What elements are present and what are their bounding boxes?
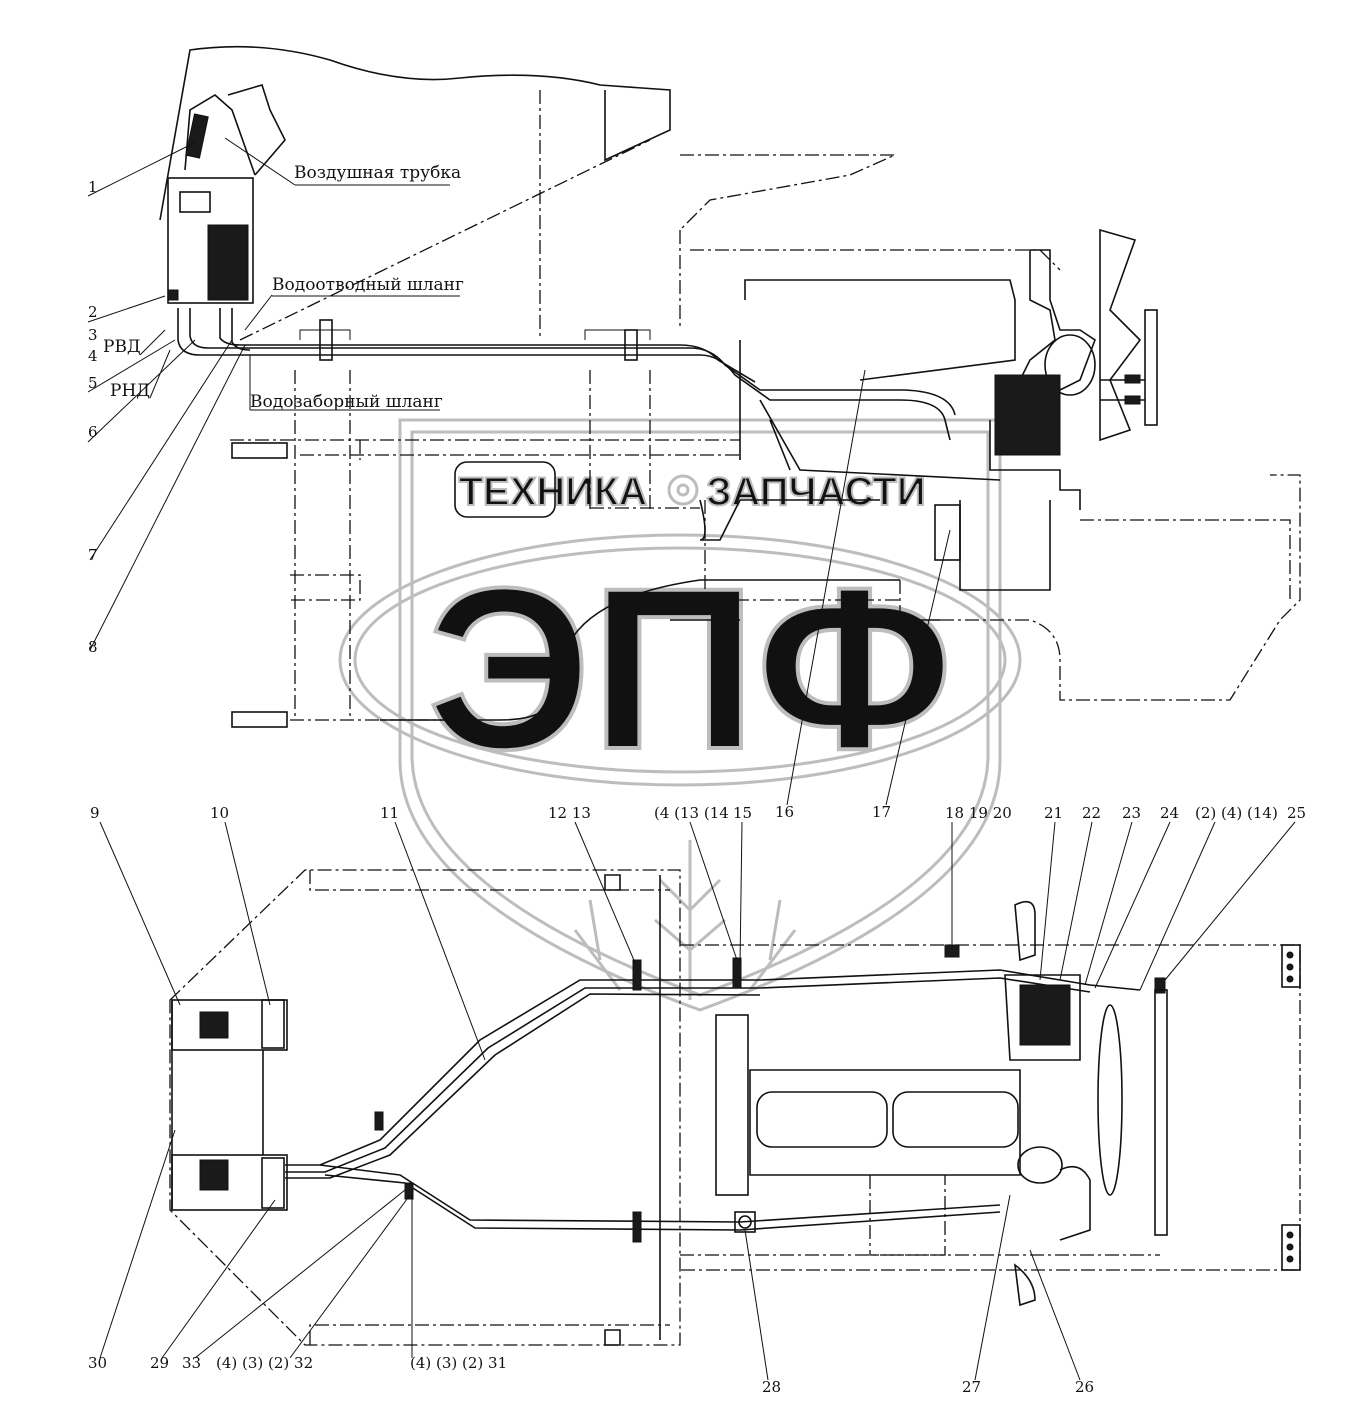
callout-11: 11 — [380, 804, 399, 822]
cab-dash-rear — [690, 249, 1061, 271]
callout-2-4-14: (2) (4) (14) — [1195, 804, 1278, 822]
callout-8: 8 — [88, 638, 98, 656]
top-frame — [230, 319, 1301, 728]
callout-25: 25 — [1287, 804, 1306, 822]
callout-15: 15 — [733, 804, 752, 822]
callout-16: 16 — [775, 803, 794, 821]
callout-33: 33 — [182, 1354, 201, 1372]
cab-floor-outline — [169, 869, 681, 1346]
callout-4-3-2-31: (4) (3) (2) 31 — [410, 1354, 507, 1372]
callout-2: 2 — [88, 303, 98, 321]
watermark: ЭПФ ТЕХНИКА ЗАПЧАСТИ — [338, 418, 1022, 1012]
watermark-shield — [398, 418, 1002, 1012]
watermark-brand: ЭПФ — [427, 540, 952, 797]
leader-drain-hose — [244, 294, 273, 331]
watermark-oval — [338, 533, 1022, 787]
callout-17: 17 — [872, 803, 891, 821]
top-engine — [989, 228, 1158, 510]
callout-27: 27 — [962, 1378, 981, 1396]
watermark-left-word: ТЕХНИКА — [459, 470, 648, 514]
callouts-top: 1 2 3 4 5 6 7 8 16 17 — [87, 141, 951, 821]
callout-5: 5 — [88, 374, 98, 392]
callout-4-3-2-32: (4) (3) (2) 32 — [216, 1354, 313, 1372]
callout-3: 3 — [88, 326, 98, 344]
plan-engine — [680, 900, 1301, 1307]
callout-24: 24 — [1160, 804, 1179, 822]
top-hose-bundle — [177, 279, 1016, 481]
callout-1: 1 — [88, 178, 98, 196]
caption-drain-hose: Водоотводный шланг — [272, 275, 464, 295]
callout-22: 22 — [1082, 804, 1101, 822]
plan-heater-lower — [171, 1154, 288, 1211]
callout-10: 10 — [210, 804, 229, 822]
callout-4-13-14: (4 (13 (14 — [654, 804, 729, 822]
leader-air-tube — [224, 137, 296, 186]
callouts-bottom: 9 10 11 12 13 (4 (13 (14 15 18 19 20 21 … — [88, 804, 1306, 1396]
top-view: Воздушная трубка Водоотводный шланг Водо… — [87, 45, 1301, 821]
wheat-ear-icon — [573, 840, 797, 1000]
caption-intake-hose: Водозаборный шланг — [250, 392, 443, 412]
callout-21: 21 — [1044, 804, 1063, 822]
callout-23: 23 — [1122, 804, 1141, 822]
plan-heater-upper — [171, 999, 288, 1051]
watermark-right-word: ЗАПЧАСТИ — [706, 470, 925, 514]
watermark-oval-inner — [353, 546, 1007, 774]
callout-30: 30 — [88, 1354, 107, 1372]
heater-unit — [167, 84, 286, 304]
callout-6: 6 — [88, 423, 98, 441]
caption-air-tube: Воздушная трубка — [294, 163, 461, 183]
cab-outline — [159, 45, 671, 221]
bottom-view: 9 10 11 12 13 (4 (13 (14 15 18 19 20 21 … — [88, 804, 1306, 1396]
cab-dash-front — [679, 154, 896, 231]
callout-4: 4 — [88, 347, 98, 365]
caption-rvd: РВД — [103, 337, 141, 357]
gear-icon — [667, 474, 699, 506]
caption-rnd: РНД — [110, 381, 150, 401]
cab-dash-vert — [539, 90, 681, 340]
callout-28: 28 — [762, 1378, 781, 1396]
callout-9: 9 — [90, 804, 100, 822]
callout-26: 26 — [1075, 1378, 1094, 1396]
callout-29: 29 — [150, 1354, 169, 1372]
callout-18-19-20: 18 19 20 — [945, 804, 1012, 822]
cab-dash-diag — [239, 139, 651, 341]
callout-12-13: 12 13 — [548, 804, 591, 822]
